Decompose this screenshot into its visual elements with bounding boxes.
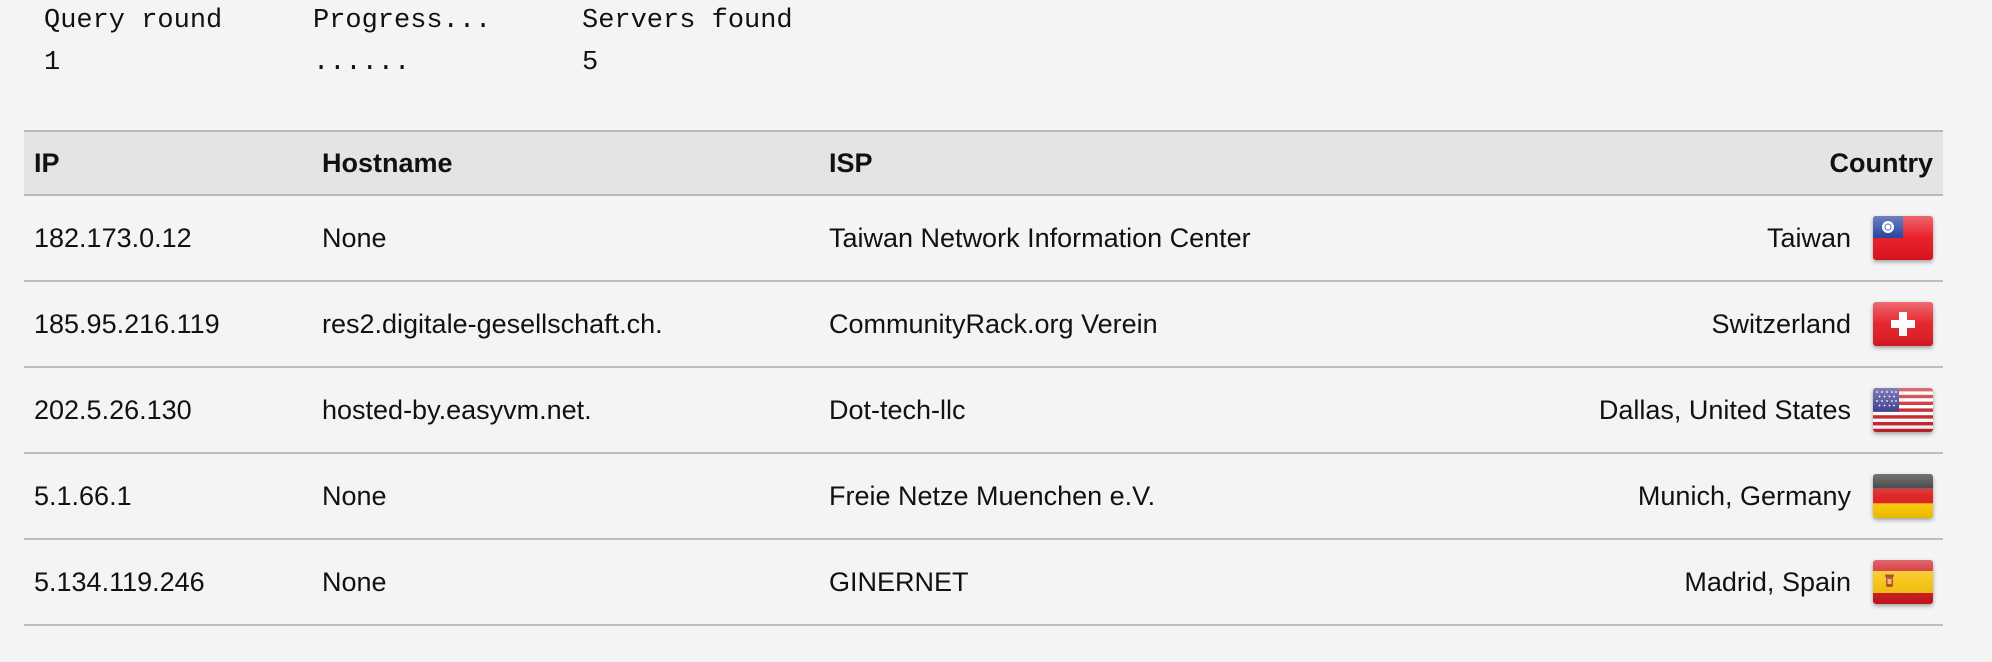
isp-cell: CommunityRack.org Verein xyxy=(819,281,1539,368)
ip-cell: 182.173.0.12 xyxy=(24,195,312,282)
country-name: Taiwan xyxy=(1766,222,1851,253)
ip-cell: 185.95.216.119 xyxy=(24,281,312,368)
country-name: Dallas, United States xyxy=(1598,394,1851,425)
united-states-flag-icon xyxy=(1873,388,1933,432)
ip-cell: 5.134.119.246 xyxy=(24,539,312,626)
taiwan-flag-icon xyxy=(1873,216,1933,260)
country-name: Switzerland xyxy=(1711,308,1851,339)
germany-flag-icon xyxy=(1873,474,1933,518)
progress-value: ...... xyxy=(313,48,411,78)
table-row: 202.5.26.130 hosted-by.easyvm.net. Dot-t… xyxy=(24,367,1943,454)
hostname-cell: hosted-by.easyvm.net. xyxy=(312,367,819,454)
table-row: 185.95.216.119 res2.digitale-gesellschaf… xyxy=(24,281,1943,368)
query-round-label: Query round xyxy=(44,6,223,36)
servers-found-value: 5 xyxy=(582,48,599,78)
ip-cell: 202.5.26.130 xyxy=(24,367,312,454)
country-name: Munich, Germany xyxy=(1637,480,1851,511)
taiwan-flag-graphic xyxy=(1873,216,1933,260)
switzerland-flag-graphic xyxy=(1873,302,1933,346)
germany-flag-graphic xyxy=(1873,474,1933,518)
united-states-flag-graphic xyxy=(1873,388,1933,432)
column-header-isp: ISP xyxy=(819,130,1539,196)
table-row: 5.134.119.246 None GINERNET Madrid, Spai… xyxy=(24,539,1943,626)
ip-cell: 5.1.66.1 xyxy=(24,453,312,540)
country-cell: Munich, Germany xyxy=(1539,453,1943,540)
isp-cell: Taiwan Network Information Center xyxy=(819,195,1539,282)
spain-flag-icon xyxy=(1873,560,1933,604)
hostname-cell: None xyxy=(312,195,819,282)
isp-cell: Freie Netze Muenchen e.V. xyxy=(819,453,1539,540)
country-name: Madrid, Spain xyxy=(1684,566,1851,597)
query-round-value: 1 xyxy=(44,48,61,78)
progress-label: Progress... xyxy=(313,6,492,36)
table-row: 5.1.66.1 None Freie Netze Muenchen e.V. … xyxy=(24,453,1943,540)
country-cell: Madrid, Spain xyxy=(1539,539,1943,626)
table-row: 182.173.0.12 None Taiwan Network Informa… xyxy=(24,195,1943,282)
hostname-cell: None xyxy=(312,453,819,540)
country-cell: Dallas, United States xyxy=(1539,367,1943,454)
servers-found-label: Servers found xyxy=(582,6,793,36)
progress-header-row: Query round Progress... Servers found xyxy=(44,0,882,42)
spain-flag-graphic xyxy=(1873,560,1933,604)
column-header-country: Country xyxy=(1539,130,1943,196)
table-header-row: IP Hostname ISP Country xyxy=(24,130,1943,196)
dns-servers-table: IP Hostname ISP Country 182.173.0.12 Non… xyxy=(24,130,1943,626)
switzerland-flag-icon xyxy=(1873,302,1933,346)
column-header-ip: IP xyxy=(24,130,312,196)
column-header-hostname: Hostname xyxy=(312,130,819,196)
isp-cell: GINERNET xyxy=(819,539,1539,626)
hostname-cell: res2.digitale-gesellschaft.ch. xyxy=(312,281,819,368)
hostname-cell: None xyxy=(312,539,819,626)
isp-cell: Dot-tech-llc xyxy=(819,367,1539,454)
country-cell: Switzerland xyxy=(1539,281,1943,368)
query-progress: Query round Progress... Servers found 1 … xyxy=(44,0,882,84)
progress-value-row: 1 ...... 5 xyxy=(44,42,882,84)
country-cell: Taiwan xyxy=(1539,195,1943,282)
